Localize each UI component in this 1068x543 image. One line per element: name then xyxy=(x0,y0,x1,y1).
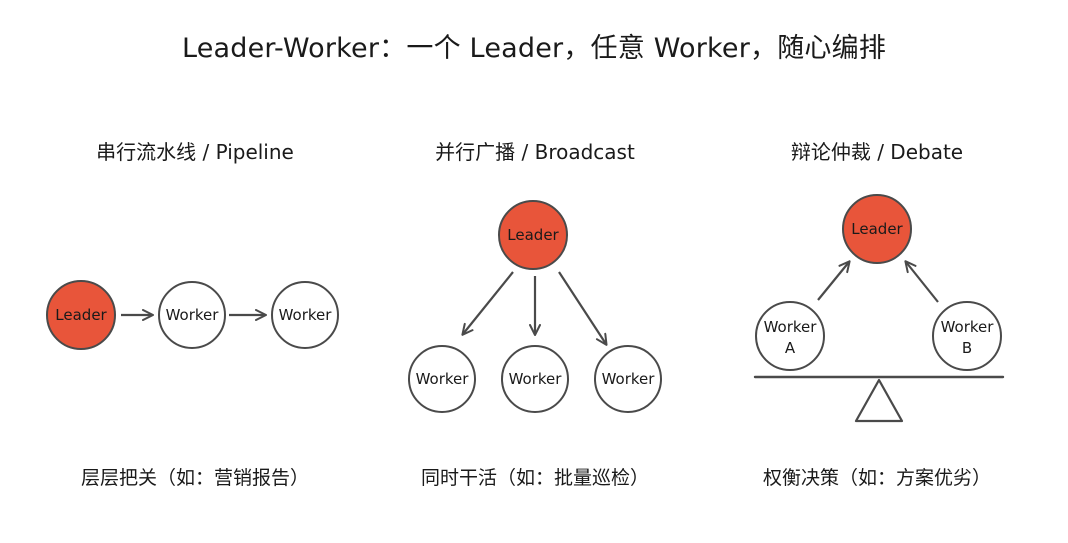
pipeline-caption: 层层把关（如：营销报告） xyxy=(80,467,309,489)
broadcast-worker-label-2: Worker xyxy=(509,370,563,388)
debate-panel: Leader Worker A Worker B xyxy=(753,194,1005,423)
debate-leader-label: Leader xyxy=(851,220,903,238)
debate-worker-a-label-line1: Worker xyxy=(764,318,818,336)
pipeline-heading: 串行流水线 / Pipeline xyxy=(96,140,294,164)
broadcast-arrow-right xyxy=(558,271,608,346)
debate-worker-b-label-line2: B xyxy=(962,339,972,357)
pipeline-panel: Leader Worker Worker xyxy=(46,280,339,350)
debate-caption: 权衡决策（如：方案优劣） xyxy=(762,467,991,489)
pipeline-worker-node-1 xyxy=(158,281,226,349)
broadcast-worker-node-1 xyxy=(408,345,476,413)
broadcast-caption: 同时干活（如：批量巡检） xyxy=(420,467,649,489)
pipeline-leader-node xyxy=(46,280,116,350)
debate-leader-node xyxy=(842,194,912,264)
debate-arrow-from-a xyxy=(817,260,851,301)
broadcast-worker-node-3 xyxy=(594,345,662,413)
broadcast-leader-label: Leader xyxy=(507,226,559,244)
pipeline-worker-label-2: Worker xyxy=(279,306,333,324)
pipeline-leader-label: Leader xyxy=(55,306,107,324)
page-title: Leader-Worker：一个 Leader，任意 Worker，随心编排 xyxy=(181,33,887,64)
pipeline-worker-label-1: Worker xyxy=(166,306,220,324)
broadcast-panel: Leader Worker Worker Worker xyxy=(408,200,662,413)
debate-worker-b-node xyxy=(932,301,1002,371)
broadcast-arrow-left xyxy=(461,271,514,336)
broadcast-worker-node-2 xyxy=(501,345,569,413)
debate-heading: 辩论仲裁 / Debate xyxy=(790,140,964,164)
broadcast-worker-label-1: Worker xyxy=(416,370,470,388)
debate-arrow-from-b xyxy=(904,260,939,303)
debate-worker-a-node xyxy=(755,301,825,371)
pipeline-worker-node-2 xyxy=(271,281,339,349)
debate-worker-a-label-line2: A xyxy=(785,339,796,357)
broadcast-heading: 并行广播 / Broadcast xyxy=(435,140,635,164)
balance-fulcrum xyxy=(854,378,904,423)
debate-worker-b-label-line1: Worker xyxy=(941,318,995,336)
broadcast-leader-node xyxy=(498,200,568,270)
broadcast-worker-label-3: Worker xyxy=(602,370,656,388)
